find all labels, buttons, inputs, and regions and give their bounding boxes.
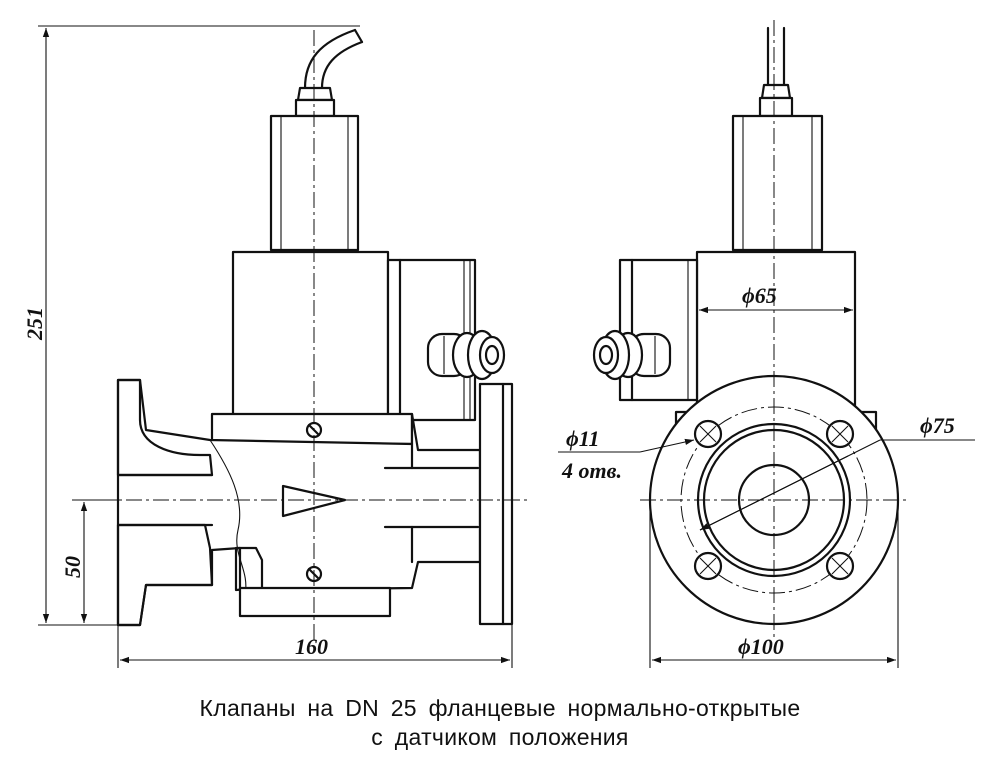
side-actuator-body: [231, 250, 390, 418]
front-sensor-gland: [592, 329, 672, 381]
dim-overall-height: 251: [22, 307, 47, 341]
dim-overall-length: 160: [295, 634, 328, 659]
side-cable: [303, 28, 357, 90]
side-cable-gland: [296, 86, 334, 102]
side-view: 251 50 160: [22, 25, 530, 668]
front-coil-housing: [731, 114, 824, 252]
side-sensor-gland: [426, 329, 506, 381]
dim-line-bolt-circle: [699, 455, 849, 531]
caption-line-2: с датчиком положения: [371, 724, 629, 750]
dim-hole-diameter: ϕ11: [566, 426, 600, 451]
caption-line-1: Клапаны на DN 25 фланцевые нормально-отк…: [199, 695, 801, 721]
side-flange-section-top: [116, 378, 214, 477]
dim-body-diameter: ϕ65: [742, 283, 777, 308]
side-flange-section-bottom: [116, 523, 214, 627]
dim-axis-height: 50: [60, 556, 85, 578]
dim-line-hole-diameter: [639, 438, 695, 453]
front-cable-gland: [760, 83, 792, 100]
valve-technical-drawing: 251 50 160: [22, 20, 975, 668]
dim-hole-count: 4 отв.: [561, 458, 622, 483]
front-view: ϕ65 ϕ75 ϕ11 4 отв. ϕ100: [558, 20, 975, 668]
dim-flange-diameter: ϕ100: [738, 634, 784, 659]
dim-bolt-circle: ϕ75: [920, 413, 955, 438]
side-flange-right: [478, 382, 514, 626]
side-bottom-cover: [238, 586, 392, 618]
